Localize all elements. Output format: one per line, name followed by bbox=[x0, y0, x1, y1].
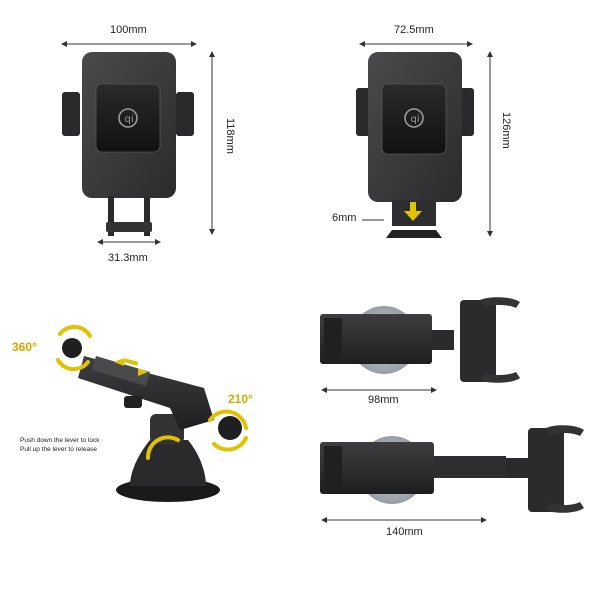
pivot-knob bbox=[218, 416, 242, 440]
double-arrow-icon bbox=[114, 358, 148, 376]
lever-instructions: Push down the lever to lock Pull up the … bbox=[20, 436, 100, 454]
arm-rotation-label: 210° bbox=[228, 392, 253, 406]
right-clamp bbox=[176, 92, 194, 136]
bottom-support bbox=[106, 222, 152, 232]
arm-extension bbox=[434, 456, 506, 478]
svg-text:qi: qi bbox=[411, 114, 420, 125]
release-instruction: Pull up the lever to release bbox=[20, 446, 97, 453]
front-height-label: 118mm bbox=[224, 118, 236, 154]
mount-perspective bbox=[56, 324, 248, 502]
side-height-label: 126mm bbox=[500, 112, 512, 149]
bottom-arm-clip bbox=[480, 372, 520, 383]
base-stand bbox=[130, 440, 206, 486]
arm-extended-view bbox=[320, 425, 584, 523]
lock-lever bbox=[124, 396, 142, 408]
front-width-label: 100mm bbox=[110, 24, 147, 36]
side-charging-pad bbox=[381, 83, 447, 155]
bottom-arm-clip bbox=[546, 502, 584, 513]
ball-rotation-label: 360° bbox=[12, 340, 37, 354]
arm-end bbox=[324, 446, 342, 492]
down-arrow-icon bbox=[404, 202, 422, 221]
rotate-arrow-icon bbox=[145, 435, 180, 460]
holder-side bbox=[460, 300, 496, 382]
holder-side bbox=[528, 428, 564, 512]
qi-icon: qi bbox=[404, 108, 424, 128]
arm-joint bbox=[432, 330, 454, 350]
inner-arm bbox=[92, 356, 150, 386]
arm-retracted-view bbox=[320, 297, 520, 393]
top-arm-clip bbox=[480, 297, 520, 308]
front-view: qi bbox=[61, 41, 215, 245]
front-base-label: 31.3mm bbox=[108, 252, 148, 264]
ball-joint bbox=[62, 338, 82, 358]
side-width-label: 72.5mm bbox=[394, 24, 434, 36]
right-leg bbox=[144, 196, 150, 236]
base-pivot bbox=[150, 414, 184, 444]
rotate-arrow-icon bbox=[56, 324, 92, 372]
short-arm-label: 98mm bbox=[368, 394, 399, 406]
bracket-foot bbox=[386, 230, 442, 238]
side-view: qi bbox=[356, 41, 493, 238]
arm-end bbox=[324, 318, 342, 362]
left-leg bbox=[108, 196, 114, 236]
top-arm-clip bbox=[546, 425, 584, 436]
qi-icon: qi bbox=[118, 108, 138, 128]
arm-body bbox=[320, 442, 434, 494]
charging-pad bbox=[95, 83, 161, 153]
long-arm-label: 140mm bbox=[386, 526, 423, 538]
left-clamp bbox=[62, 92, 80, 136]
arm-body bbox=[320, 314, 432, 364]
rotate-arrow-icon bbox=[208, 409, 248, 452]
side-extension-label: 6mm bbox=[332, 212, 357, 224]
svg-text:qi: qi bbox=[125, 114, 134, 125]
arm-joint bbox=[506, 458, 528, 478]
lock-instruction: Push down the lever to lock bbox=[20, 437, 100, 444]
